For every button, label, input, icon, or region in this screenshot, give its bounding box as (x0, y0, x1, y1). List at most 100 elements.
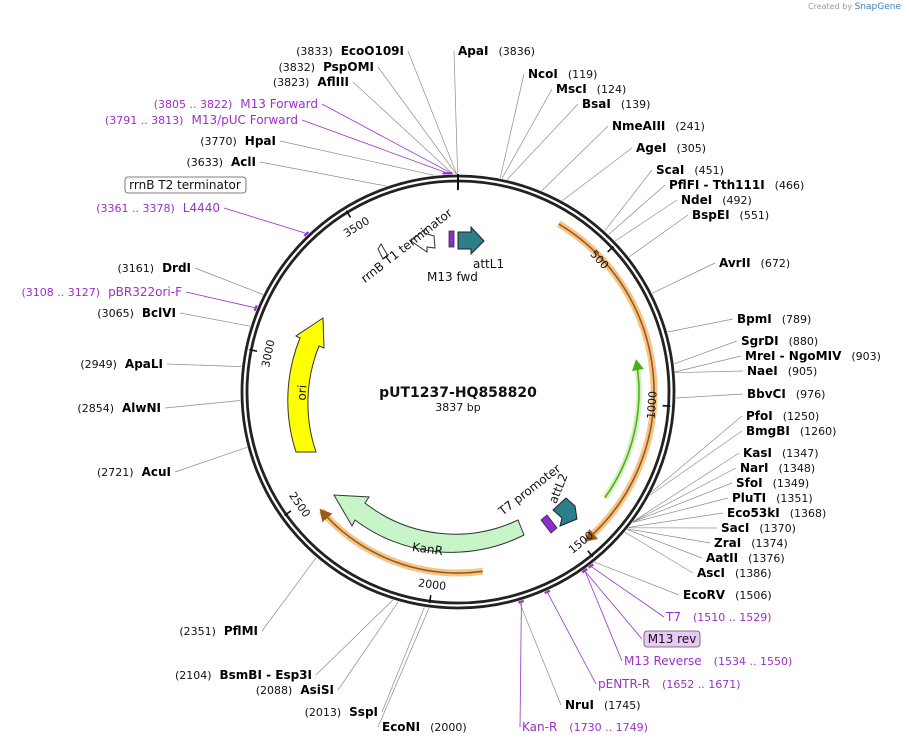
enzyme-leader (608, 184, 666, 235)
enzyme-name: SspI (349, 705, 378, 719)
ori-label: ori (294, 384, 309, 401)
primer-leader (185, 291, 255, 309)
enzyme-name: PluTI (732, 491, 766, 505)
tick-mark (607, 245, 615, 253)
enzyme-leader (667, 318, 734, 333)
primer-binding-mark (303, 231, 310, 237)
enzyme-site: BclVI(3065) (97, 306, 176, 320)
enzyme-name: AscI (697, 566, 725, 580)
primer-site: M13 rev (643, 630, 701, 648)
enzyme-leader (632, 497, 729, 523)
enzyme-position: (2351) (179, 625, 216, 638)
enzyme-leader (632, 482, 733, 523)
enzyme-leader (381, 607, 425, 713)
enzyme-leader (506, 103, 579, 180)
primer-name: M13/pUC Forward (191, 113, 298, 127)
enzyme-name: AflIII (317, 75, 349, 89)
enzyme-name: SgrDI (741, 334, 779, 348)
primer-name: M13 Reverse (624, 654, 702, 668)
enzyme-site: PspOMI(3832) (278, 60, 374, 74)
enzyme-position: (3161) (117, 262, 154, 275)
enzyme-name: NaeI (747, 364, 778, 378)
primer-position: (3791 .. 3813) (105, 114, 184, 127)
attl1-primer-marker (448, 230, 455, 248)
enzyme-site: PfoI(1250) (746, 409, 819, 423)
enzyme-name: NarI (740, 461, 769, 475)
enzyme-leader (627, 528, 711, 544)
enzyme-name: BbvCI (747, 387, 786, 401)
rrnb-t2-marker (377, 243, 389, 260)
enzyme-site: SfoI(1349) (736, 476, 809, 490)
enzyme-name: MreI - NgoMIV (745, 349, 842, 363)
enzyme-leader (651, 415, 743, 493)
enzyme-name: SacI (721, 521, 749, 535)
enzyme-name: PflFI - Tth111I (669, 178, 765, 192)
primer-site: pENTR-R(1652 .. 1671) (598, 677, 741, 691)
enzyme-site: MscI(124) (556, 82, 626, 96)
primer-site: T7(1510 .. 1529) (665, 610, 772, 624)
enzyme-site: BsaI(139) (582, 97, 650, 111)
primer-leader (321, 103, 450, 173)
enzyme-site: NaeI(905) (747, 364, 817, 378)
enzyme-name: DrdI (162, 261, 191, 275)
primer-name: Kan-R (522, 720, 557, 734)
enzyme-leader (174, 446, 248, 473)
primer-name: pBR322ori-F (108, 285, 182, 299)
enzyme-site: NarI(1348) (740, 461, 815, 475)
enzyme-position: (241) (675, 120, 705, 133)
enzyme-site: BsmBI - Esp3I(2104) (175, 668, 312, 682)
enzyme-name: ApaI (458, 44, 488, 58)
enzyme-site: ApaLI(2949) (80, 357, 163, 371)
enzyme-position: (1349) (773, 477, 810, 490)
enzyme-leader (674, 340, 738, 365)
enzyme-leader (652, 262, 716, 294)
attl1-arrow (457, 225, 485, 256)
tick-mark (345, 210, 352, 218)
ori-arrow (287, 317, 325, 453)
enzyme-position: (139) (621, 98, 651, 111)
enzyme-position: (1370) (759, 522, 796, 535)
enzyme-position: (2721) (97, 466, 134, 479)
primer-position: (1510 .. 1529) (693, 611, 772, 624)
enzyme-name: BpmI (737, 312, 772, 326)
enzyme-leader (453, 50, 458, 175)
enzyme-leader (628, 214, 689, 258)
enzyme-site: SacI (1370) (721, 521, 796, 535)
enzyme-position: (789) (782, 313, 812, 326)
primer-binding-mark (588, 563, 594, 569)
primer-name: M13 rev (648, 632, 697, 646)
enzyme-position: (2000) (430, 721, 467, 734)
enzyme-site: NcoI(119) (528, 67, 597, 81)
enzyme-leader (675, 355, 742, 373)
primer-site: L4440(3361 .. 3378) (96, 201, 220, 215)
enzyme-position: (2013) (305, 706, 342, 719)
primer-site: Kan-R(1730 .. 1749) (522, 720, 648, 734)
primer-labels: M13 Forward(3805 .. 3822)M13/pUC Forward… (22, 97, 793, 734)
primer-leader (223, 207, 306, 234)
enzyme-position: (880) (789, 335, 819, 348)
primer-position: (3108 .. 3127) (22, 286, 101, 299)
enzyme-position: (903) (851, 350, 881, 363)
enzyme-site: AscI(1386) (697, 566, 772, 580)
enzyme-leader (604, 169, 653, 232)
enzyme-position: (1347) (782, 447, 819, 460)
tick-label: 3000 (259, 339, 277, 369)
enzyme-site: AvrII(672) (719, 256, 790, 270)
primer-leader (584, 571, 623, 662)
rrnb-t2-box: rrnB T2 terminator (124, 176, 247, 194)
enzyme-position: (3633) (186, 156, 223, 169)
enzyme-name: BspEI (692, 208, 730, 222)
enzyme-position: (1506) (735, 589, 772, 602)
enzyme-name: ApaLI (125, 357, 163, 371)
enzyme-name: AclI (231, 155, 256, 169)
leader-lines (164, 50, 744, 728)
enzyme-leader (499, 73, 525, 179)
plasmid-size: 3837 bp (435, 401, 480, 414)
enzyme-site: NruI(1745) (565, 698, 641, 712)
primer-leader (584, 571, 643, 640)
primer-position: (1652 .. 1671) (662, 678, 741, 691)
enzyme-leader (337, 601, 399, 691)
enzyme-position: (1376) (748, 552, 785, 565)
enzyme-position: (3832) (278, 61, 315, 74)
primer-name: L4440 (183, 201, 220, 215)
